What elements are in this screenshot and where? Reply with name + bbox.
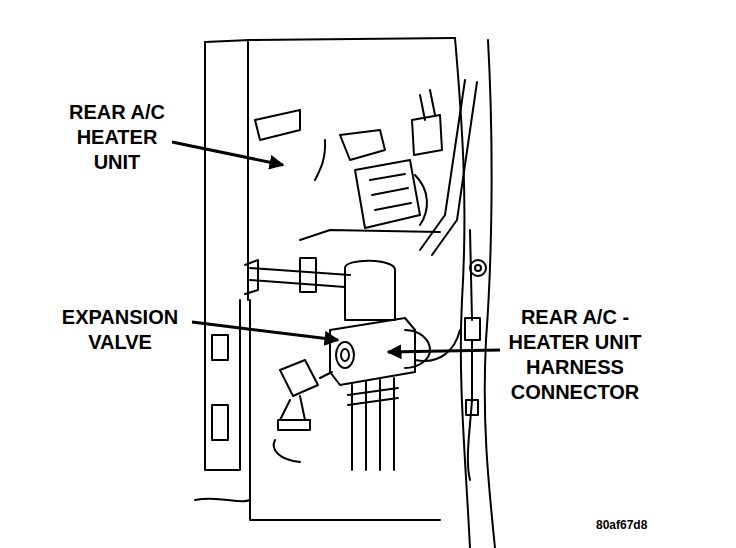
line-art <box>195 38 495 548</box>
connector-ribs <box>370 174 411 210</box>
harness-wire-lower <box>468 340 472 480</box>
pillar-grommet <box>470 260 486 276</box>
upper-wires <box>420 90 435 120</box>
tube-clip-left <box>245 260 258 294</box>
harness-connector <box>465 318 480 340</box>
part-label: REAR A/C - HEATER UNIT HARNESS CONNECTOR <box>495 305 655 405</box>
panel-tabs <box>212 335 228 440</box>
valve-port-inner <box>341 349 349 361</box>
unit-housing <box>250 38 455 520</box>
leader-arrow <box>388 350 500 352</box>
valve-fitting <box>405 330 430 368</box>
unit-bracket <box>255 110 300 140</box>
part-label: EXPANSION VALVE <box>45 305 195 355</box>
wire-tie <box>466 400 478 415</box>
harness-wire <box>415 230 472 361</box>
pillar-grommet-inner <box>475 265 481 271</box>
plug-lead <box>320 372 332 378</box>
tube-bands <box>348 388 398 405</box>
part-label: REAR A/C HEATER UNIT <box>58 100 176 175</box>
connector-wires <box>415 175 427 225</box>
blower-connector <box>355 160 420 228</box>
plug-wire <box>274 440 300 462</box>
leader-arrows <box>172 142 500 352</box>
valve-line <box>345 261 395 320</box>
tube-clip <box>300 258 316 292</box>
leader-arrow <box>172 142 283 165</box>
upper-plug <box>412 115 442 155</box>
harness-plug <box>280 360 318 396</box>
valve-port <box>336 342 354 368</box>
trim-panel <box>205 40 250 470</box>
unit-ledge <box>300 230 440 240</box>
plug-wires <box>278 396 310 430</box>
panel-edge <box>195 499 250 502</box>
leader-arrow <box>192 322 338 340</box>
unit-contour <box>315 140 325 180</box>
mount-bracket <box>340 130 385 160</box>
refrigerant-line <box>420 80 477 255</box>
pillar-edge <box>485 40 495 548</box>
figure-code: 80af67d8 <box>596 518 676 532</box>
